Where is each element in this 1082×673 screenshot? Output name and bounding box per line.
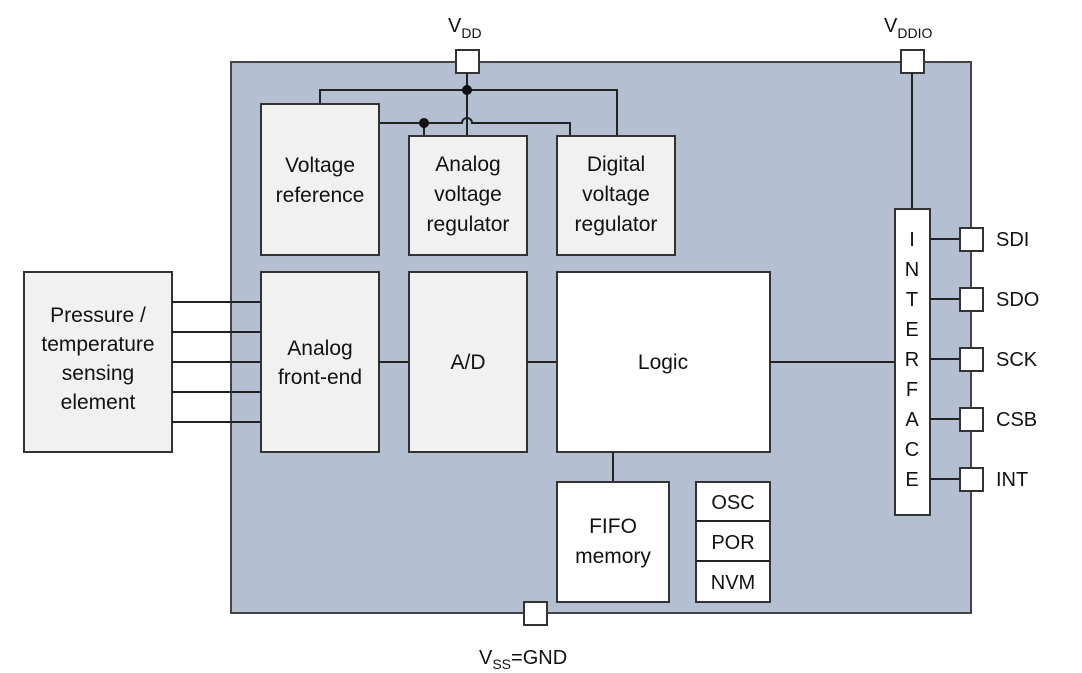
power-wiring <box>319 73 618 136</box>
vss-label: VSS=GND <box>479 647 567 672</box>
osc-por-nvm-block: OSC POR NVM <box>695 481 771 603</box>
interface-letter: R <box>905 349 919 371</box>
vddio-label: VDDIO <box>884 15 932 41</box>
pin-sck <box>959 347 984 372</box>
pin-sdi <box>959 227 984 252</box>
adc-block: A/D <box>408 271 528 453</box>
interface-letter: F <box>906 379 918 401</box>
sensor-bus-wires <box>172 301 261 423</box>
interface-pins: SDI SDO SCK CSB INT <box>930 227 1039 492</box>
pin-csb <box>959 407 984 432</box>
pin-label-sdo: SDO <box>996 289 1039 311</box>
pin-label-int: INT <box>996 469 1028 491</box>
pin-label-csb: CSB <box>996 409 1037 431</box>
vdd-label: VDD <box>448 15 482 41</box>
pin-int <box>959 467 984 492</box>
por-label: POR <box>711 532 754 554</box>
svg-text:A/D: A/D <box>450 351 485 374</box>
nvm-label: NVM <box>711 572 755 594</box>
interface-letter: C <box>905 439 919 461</box>
pin-sdo <box>959 287 984 312</box>
logic-block: Logic <box>556 271 771 453</box>
pin-label-sck: SCK <box>996 349 1038 371</box>
osc-label: OSC <box>711 492 754 514</box>
svg-text:Logic: Logic <box>638 351 688 374</box>
interface-letter: E <box>905 319 918 341</box>
interface-letter: A <box>905 409 919 431</box>
interface-letter: N <box>905 259 919 281</box>
pin-label-sdi: SDI <box>996 229 1029 251</box>
vss-pin <box>523 601 548 626</box>
interface-letter: T <box>906 289 918 311</box>
interface-letter: I <box>909 229 915 251</box>
interface-letter: E <box>905 469 918 491</box>
vdd-pin <box>455 49 480 74</box>
vddio-pin <box>900 49 925 74</box>
